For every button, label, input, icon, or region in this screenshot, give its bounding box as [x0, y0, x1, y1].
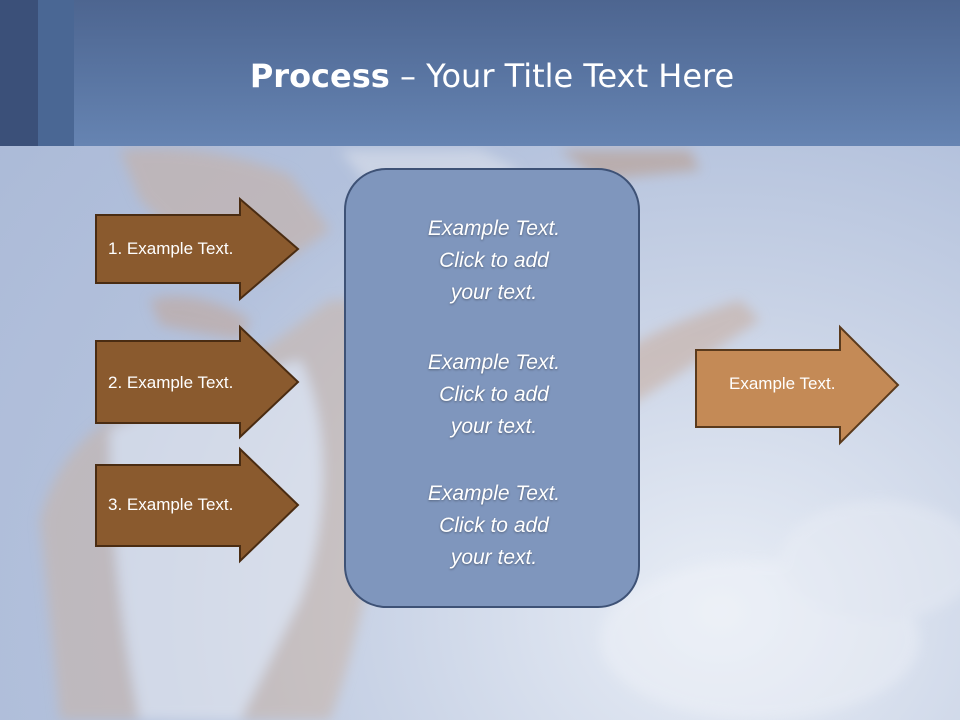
- center-paragraph-3: Example Text. Click to add your text.: [346, 478, 642, 574]
- decorative-stripe: [38, 0, 74, 146]
- process-arrow-1[interactable]: 1. Example Text.: [95, 196, 300, 302]
- arrow-label: Example Text.: [729, 374, 836, 393]
- arrow-label: 3. Example Text.: [108, 495, 234, 514]
- text-line: your text.: [450, 546, 538, 569]
- process-arrow-2[interactable]: 2. Example Text.: [95, 324, 300, 440]
- text-line: Example Text.: [427, 482, 561, 505]
- text-line: Example Text.: [427, 217, 561, 240]
- text-line: Click to add: [439, 514, 549, 537]
- right-arrow-shape: [695, 324, 900, 446]
- text-line: Example Text.: [427, 351, 561, 374]
- result-arrow[interactable]: Example Text.: [695, 324, 900, 446]
- text-line: Click to add: [439, 383, 549, 406]
- arrow-label: 1. Example Text.: [108, 239, 234, 258]
- decorative-stripe: [0, 0, 38, 146]
- center-text-box[interactable]: Example Text. Click to add your text. Ex…: [344, 168, 640, 608]
- center-paragraph-2: Example Text. Click to add your text.: [346, 347, 642, 443]
- right-arrow-shape: [95, 446, 300, 564]
- title-rest: – Your Title Text Here: [389, 57, 735, 95]
- text-line: your text.: [450, 281, 538, 304]
- right-arrow-shape: [95, 196, 300, 302]
- center-paragraph-1: Example Text. Click to add your text.: [346, 213, 642, 309]
- arrow-label: 2. Example Text.: [108, 373, 234, 392]
- process-arrow-3[interactable]: 3. Example Text.: [95, 446, 300, 564]
- text-line: your text.: [450, 415, 538, 438]
- right-arrow-shape: [95, 324, 300, 440]
- text-line: Click to add: [439, 249, 549, 272]
- title-bar: Process – Your Title Text Here: [0, 0, 960, 146]
- slide-title[interactable]: Process – Your Title Text Here: [0, 56, 960, 96]
- title-bold: Process: [249, 57, 390, 95]
